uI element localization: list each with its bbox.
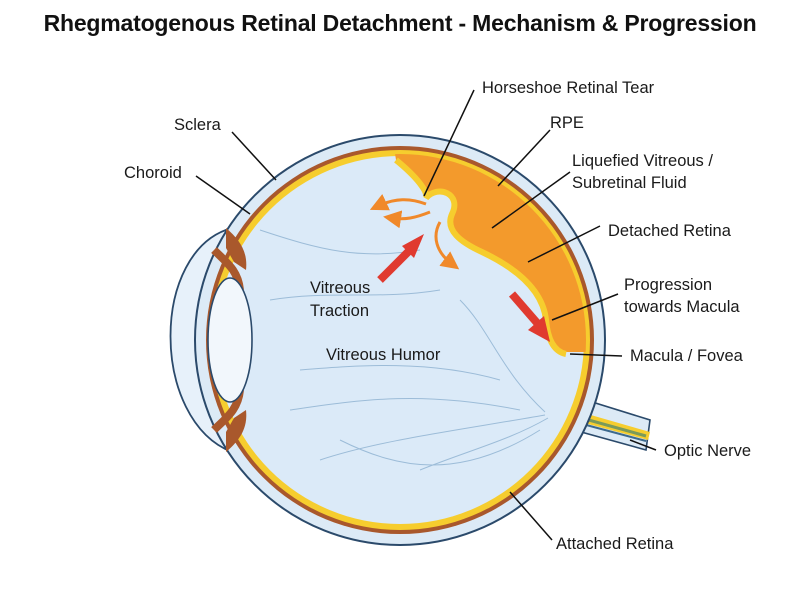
leader-detached bbox=[527, 225, 601, 263]
leader-attached bbox=[509, 491, 553, 541]
fluid-arrow-1 bbox=[369, 194, 427, 211]
label-sclera: Sclera bbox=[174, 116, 222, 134]
leader-horseshoe bbox=[423, 89, 475, 197]
fluid-arrow-3 bbox=[434, 221, 460, 270]
label-vitreous-traction-2: Traction bbox=[310, 302, 369, 320]
label-rpe: RPE bbox=[550, 114, 584, 132]
leader-macula bbox=[569, 353, 623, 357]
label-attached-retina: Attached Retina bbox=[556, 535, 674, 553]
label-progression-2: towards Macula bbox=[624, 298, 740, 316]
label-liquefied-2: Subretinal Fluid bbox=[572, 174, 687, 192]
label-choroid: Choroid bbox=[124, 164, 182, 182]
label-macula-fovea: Macula / Fovea bbox=[630, 347, 744, 365]
label-progression-1: Progression bbox=[624, 276, 712, 294]
fluid-arrow-2 bbox=[383, 210, 431, 229]
label-liquefied-1: Liquefied Vitreous / bbox=[572, 152, 713, 170]
label-detached-retina: Detached Retina bbox=[608, 222, 732, 240]
leader-progression bbox=[551, 293, 619, 321]
traction-arrow-1 bbox=[377, 234, 424, 283]
vitreous-fibers bbox=[259, 229, 549, 471]
lens-iris bbox=[207, 228, 253, 452]
progression-arrow bbox=[508, 291, 550, 342]
label-vitreous-traction-1: Vitreous bbox=[310, 279, 370, 297]
leader-liquefied bbox=[491, 171, 571, 229]
leader-sclera bbox=[231, 131, 277, 181]
label-horseshoe-tear: Horseshoe Retinal Tear bbox=[482, 79, 655, 97]
detached-retina-edge bbox=[394, 157, 567, 357]
label-vitreous-humor: Vitreous Humor bbox=[326, 346, 441, 364]
label-optic-nerve: Optic Nerve bbox=[664, 442, 751, 460]
leader-optic bbox=[629, 439, 657, 451]
diagram-title: Rhegmatogenous Retinal Detachment - Mech… bbox=[43, 10, 757, 36]
leader-choroid bbox=[195, 175, 251, 215]
leader-rpe bbox=[497, 129, 551, 187]
